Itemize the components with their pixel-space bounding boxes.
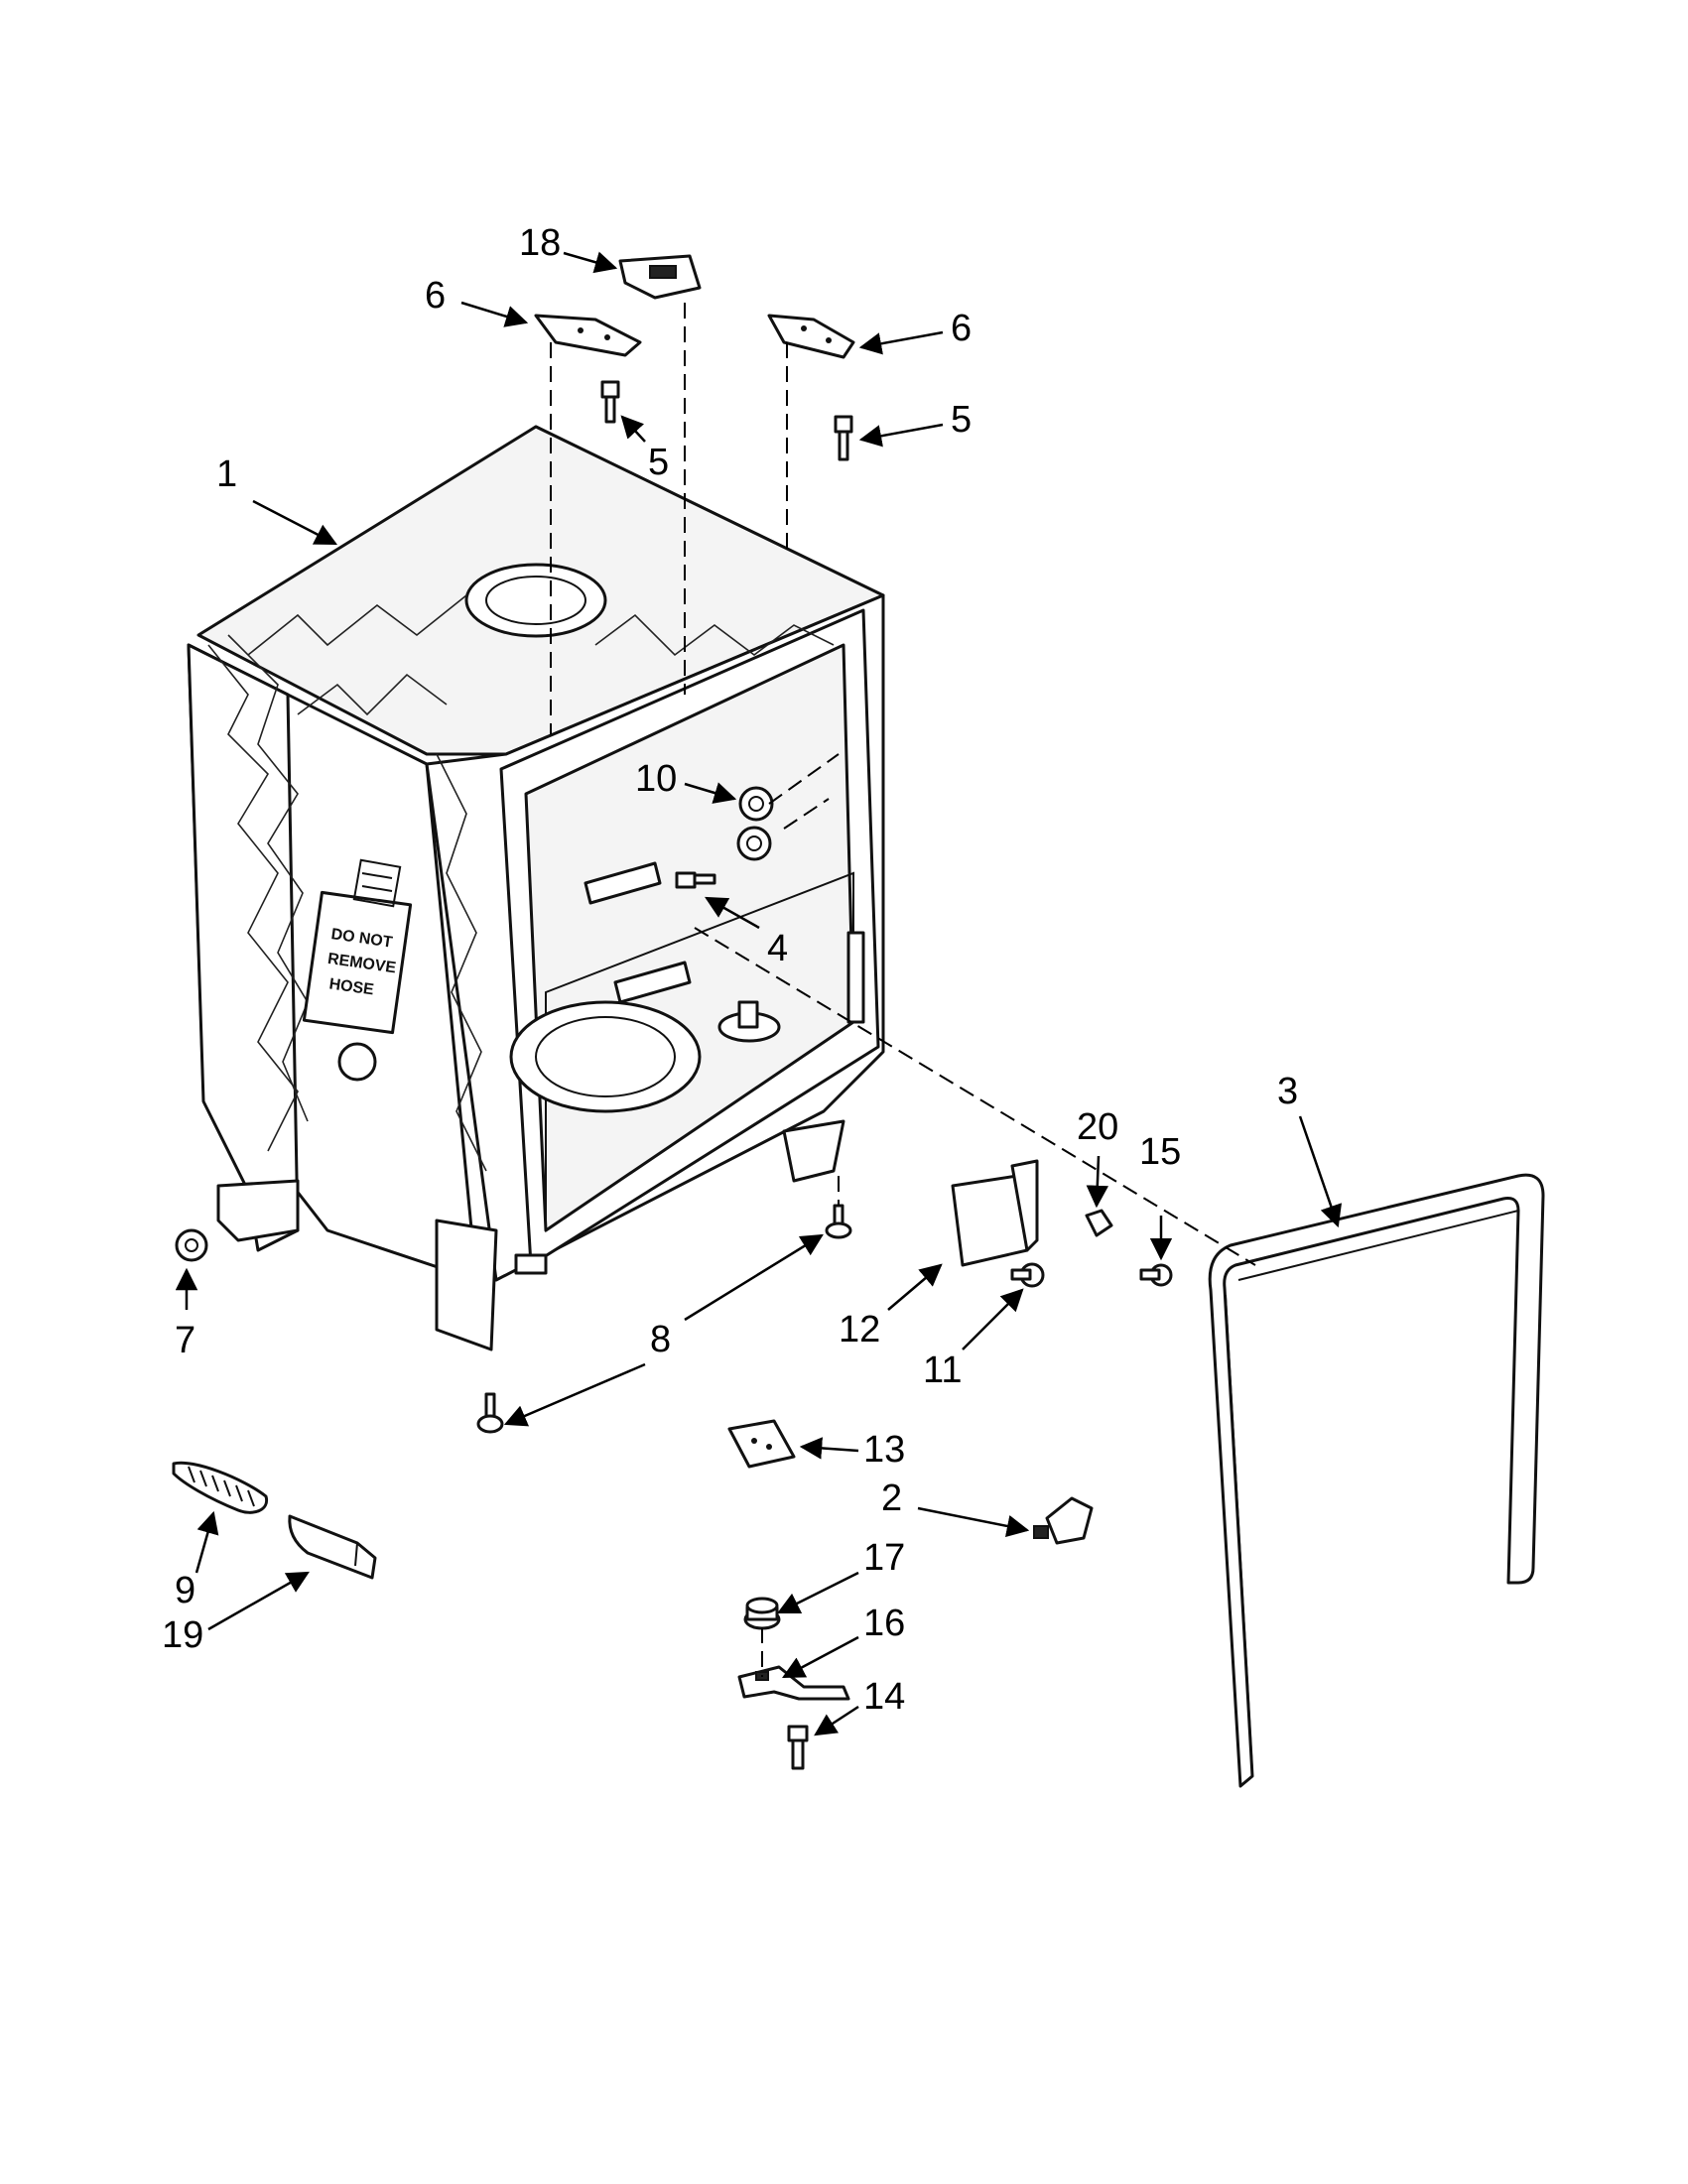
callout-14: 14 xyxy=(863,1676,905,1718)
leader-6-left xyxy=(460,301,529,327)
callout-5-right: 5 xyxy=(951,399,972,441)
callout-6-right: 6 xyxy=(951,308,972,349)
leader-10 xyxy=(684,782,737,804)
callout-6-left: 6 xyxy=(425,275,446,317)
part-12-bracket xyxy=(951,1159,1039,1267)
callout-19: 19 xyxy=(162,1614,203,1656)
part-14-screw xyxy=(787,1725,809,1770)
leader-9 xyxy=(195,1510,219,1574)
part-11-screw xyxy=(1010,1262,1045,1288)
part-13-plate xyxy=(727,1419,796,1469)
part-19-cover xyxy=(288,1514,377,1580)
leader-8-right xyxy=(684,1233,824,1322)
part-8-foot-right xyxy=(825,1204,852,1239)
callout-20: 20 xyxy=(1077,1106,1118,1148)
part-2-clip xyxy=(1033,1496,1094,1545)
callout-1: 1 xyxy=(216,453,237,495)
part-5-screw-left xyxy=(600,380,620,424)
part-15-screw xyxy=(1139,1263,1173,1287)
leader-11 xyxy=(962,1288,1024,1350)
leader-4 xyxy=(705,896,760,930)
callout-12: 12 xyxy=(839,1309,880,1350)
leader-3 xyxy=(1298,1115,1343,1228)
tub-assembly: DO NOT REMOVE HOSE xyxy=(187,425,885,1351)
callout-3: 3 xyxy=(1277,1071,1298,1112)
callout-5-left: 5 xyxy=(648,442,669,483)
leader-18 xyxy=(563,251,618,274)
callout-9: 9 xyxy=(175,1570,195,1611)
leader-19 xyxy=(207,1571,310,1631)
leader-6-right xyxy=(858,330,944,355)
leader-1 xyxy=(252,499,337,546)
alignment-line-10 xyxy=(783,798,830,830)
callout-10: 10 xyxy=(635,758,677,800)
callout-4: 4 xyxy=(767,928,788,969)
callout-15: 15 xyxy=(1139,1131,1181,1173)
leader-2 xyxy=(917,1506,1030,1538)
callout-16: 16 xyxy=(863,1603,905,1644)
part-18-clip xyxy=(618,254,702,300)
part-7-plug xyxy=(175,1228,208,1262)
leader-13 xyxy=(799,1437,859,1460)
part-20-nut xyxy=(1085,1209,1113,1237)
part-9-spring xyxy=(172,1461,269,1514)
leader-16 xyxy=(782,1635,859,1679)
callout-18: 18 xyxy=(519,222,561,264)
leader-5-left xyxy=(620,415,646,443)
tub-warning-line-3: HOSE xyxy=(328,975,376,998)
part-17-cap xyxy=(743,1597,781,1630)
callout-13: 13 xyxy=(863,1429,905,1471)
part-5-screw-right xyxy=(834,415,853,461)
leader-8-left xyxy=(503,1362,646,1427)
callout-7: 7 xyxy=(175,1320,195,1361)
callout-17: 17 xyxy=(863,1537,905,1579)
leader-5-right xyxy=(858,423,944,448)
part-10-rollers xyxy=(736,786,774,861)
alignment-line-10b xyxy=(768,753,840,805)
leader-17 xyxy=(776,1571,859,1614)
callout-2: 2 xyxy=(881,1477,902,1519)
part-8-foot-left xyxy=(476,1392,504,1434)
part-3-door-gasket xyxy=(1208,1173,1545,1788)
leader-12 xyxy=(887,1263,943,1311)
part-6-bracket-right xyxy=(767,314,855,359)
callout-8: 8 xyxy=(650,1319,671,1360)
part-4-screw xyxy=(675,871,716,889)
callout-11: 11 xyxy=(923,1349,962,1391)
leader-20 xyxy=(1086,1155,1109,1209)
part-6-bracket-left xyxy=(534,314,642,357)
alignment-line-3 xyxy=(694,927,1256,1266)
leader-14 xyxy=(814,1705,859,1736)
